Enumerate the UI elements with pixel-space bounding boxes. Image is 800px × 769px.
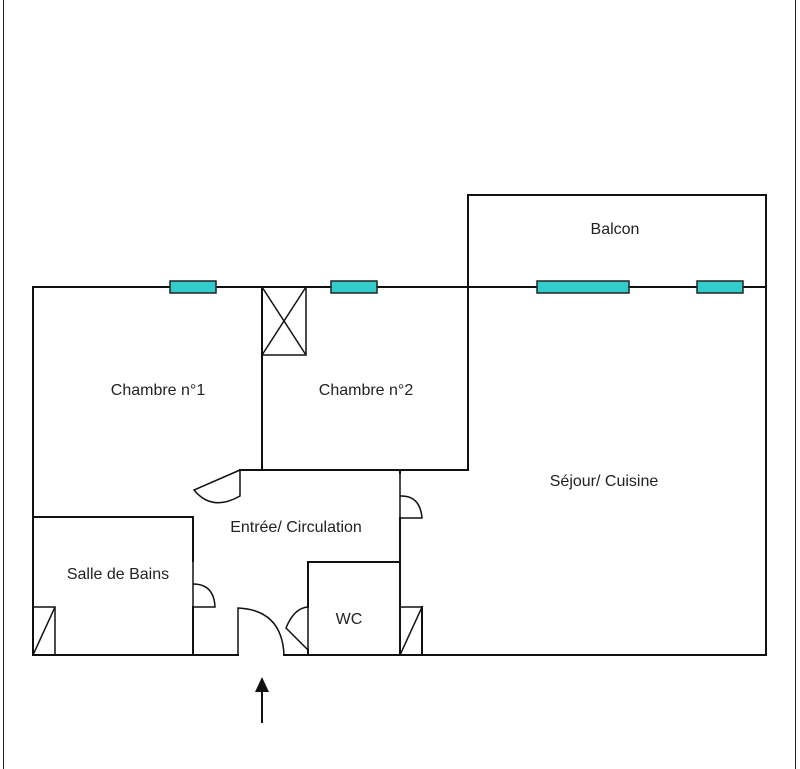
window-chambre1: [169, 280, 217, 294]
entrance-arrow-head: [255, 677, 269, 692]
balcony-wall: [467, 194, 767, 288]
room-label-sejour: Séjour/ Cuisine: [550, 473, 659, 490]
closet-cross-2: [261, 286, 307, 356]
door-chambre1: [192, 468, 241, 504]
window-sejour-1: [536, 280, 630, 294]
door-bath: [192, 561, 216, 608]
room-label-entree: Entrée/ Circulation: [230, 519, 362, 536]
room-label-salle-de-bains: Salle de Bains: [67, 566, 169, 583]
duct-sejour: [399, 606, 423, 656]
duct-bath-diagonal: [32, 606, 56, 656]
room-label-chambre1: Chambre n°1: [111, 382, 206, 399]
room-label-chambre2: Chambre n°2: [319, 382, 414, 399]
window-chambre2: [330, 280, 378, 294]
image-frame: [3, 0, 796, 769]
duct-bath: [32, 606, 56, 656]
door-sejour: [399, 473, 423, 519]
door-wc: [285, 606, 309, 652]
closet-chambre2: [261, 286, 307, 356]
room-label-balcon: Balcon: [591, 221, 640, 238]
duct-sejour-diagonal: [399, 606, 423, 656]
window-sejour-2: [696, 280, 744, 294]
room-label-wc: WC: [336, 611, 363, 628]
door-entrance: [237, 607, 285, 656]
